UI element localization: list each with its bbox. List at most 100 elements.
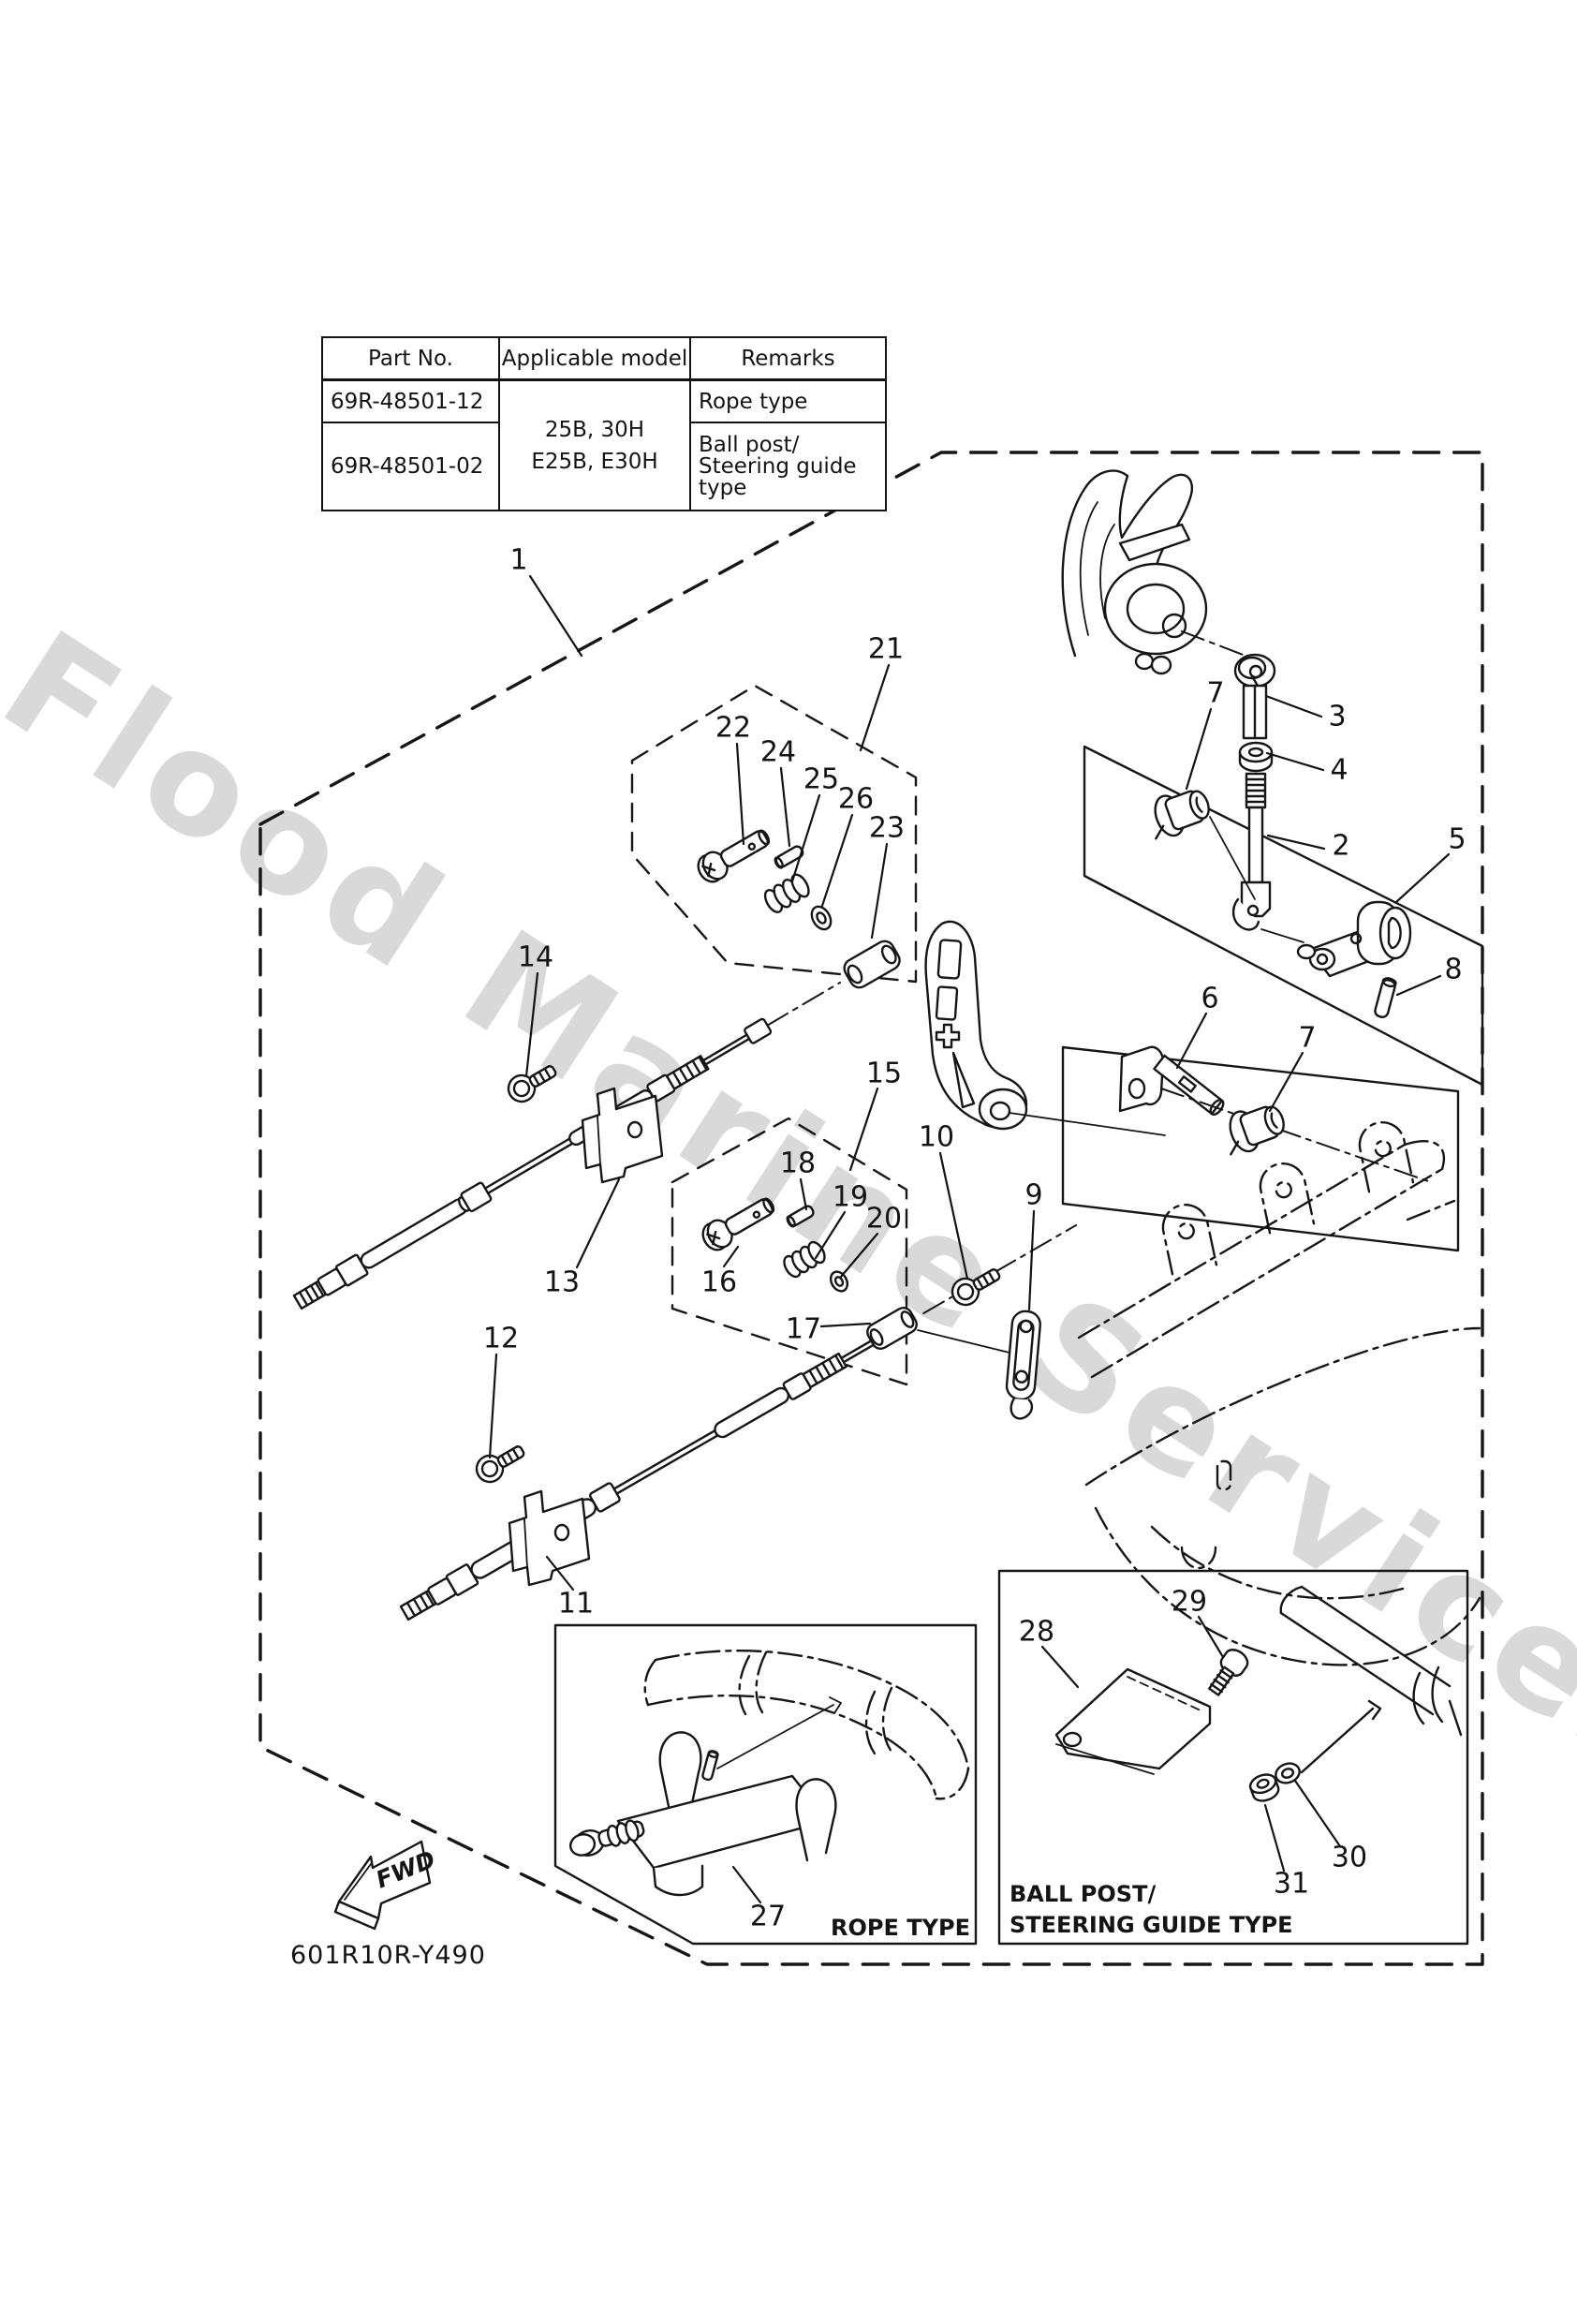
bushing-7b (1229, 1105, 1285, 1156)
callout-18: 18 (780, 1147, 816, 1211)
tiller-handle-phantom (643, 1650, 970, 1800)
shaft-6 (1118, 1045, 1225, 1116)
svg-text:6: 6 (1201, 983, 1218, 1015)
applicable-model-line2: E25B, E30H (531, 449, 658, 474)
callout-12: 12 (483, 1323, 519, 1459)
washer-30 (1275, 1762, 1301, 1784)
washer-20 (829, 1270, 849, 1293)
table-header-applicable-model: Applicable model (498, 336, 691, 381)
washer-26 (810, 905, 833, 931)
svg-text:31: 31 (1274, 1868, 1309, 1901)
pin-8 (1374, 977, 1397, 1018)
svg-text:22: 22 (715, 712, 751, 745)
cable-clamp-27 (568, 1731, 837, 1897)
callout-28: 28 (1019, 1616, 1080, 1689)
svg-text:29: 29 (1172, 1586, 1207, 1619)
pin-18 (786, 1205, 815, 1228)
svg-text:8: 8 (1444, 954, 1462, 986)
reference-panels (1061, 745, 1484, 1252)
callout-8: 8 (1395, 954, 1463, 997)
callout-15: 15 (848, 1058, 902, 1172)
svg-text:30: 30 (1332, 1842, 1367, 1874)
callout-31: 31 (1263, 1803, 1309, 1901)
svg-text:25: 25 (803, 763, 839, 796)
svg-text:7: 7 (1298, 1022, 1316, 1055)
screw-12 (475, 1445, 525, 1484)
screw-10 (951, 1268, 1001, 1307)
callout-1: 1 (509, 544, 583, 658)
callout-30: 30 (1293, 1779, 1367, 1874)
ball-post-inset (997, 1569, 1469, 1946)
callout-7: 7 (1185, 677, 1225, 791)
callout-13: 13 (544, 1177, 621, 1299)
spring-25 (763, 873, 810, 913)
callout-21: 21 (859, 633, 904, 752)
svg-text:20: 20 (866, 1203, 902, 1236)
svg-text:4: 4 (1330, 754, 1348, 787)
remarks-1: Rope type (689, 378, 887, 423)
svg-text:23: 23 (869, 812, 905, 845)
screw-14 (507, 1065, 557, 1103)
svg-text:17: 17 (786, 1313, 821, 1346)
callout-23: 23 (869, 812, 905, 940)
svg-text:7: 7 (1206, 677, 1224, 710)
svg-text:26: 26 (838, 783, 874, 816)
callout-10: 10 (919, 1121, 969, 1280)
svg-text:12: 12 (483, 1323, 519, 1355)
svg-text:16: 16 (701, 1266, 737, 1299)
rope-type-inset (553, 1623, 978, 1946)
svg-text:24: 24 (760, 736, 796, 769)
svg-text:27: 27 (750, 1901, 786, 1933)
svg-text:18: 18 (780, 1147, 816, 1180)
callout-9: 9 (1024, 1179, 1043, 1311)
svg-text:11: 11 (558, 1588, 594, 1621)
fwd-arrow: FWD (333, 1840, 439, 1931)
callout-5: 5 (1394, 823, 1466, 904)
table-header-part-no: Part No. (321, 336, 500, 381)
sub-box-21 (630, 684, 918, 984)
callout-16: 16 (701, 1245, 740, 1299)
joint-3 (1233, 653, 1276, 740)
callout-22: 22 (715, 712, 751, 846)
bolt-29 (1208, 1649, 1249, 1696)
svg-text:21: 21 (868, 633, 904, 666)
callout-25: 25 (790, 763, 839, 883)
cable-end-block-23 (843, 940, 901, 989)
cable-bracket-11 (508, 1489, 591, 1587)
svg-text:5: 5 (1448, 823, 1466, 856)
spring-19 (783, 1240, 826, 1279)
callout-19: 19 (814, 1181, 868, 1260)
table-header-remarks: Remarks (689, 336, 887, 381)
callout-17: 17 (786, 1313, 872, 1346)
link-joint-9 (1005, 1310, 1041, 1420)
svg-text:15: 15 (866, 1058, 902, 1090)
ball-post-caption: BALL POST/ STEERING GUIDE TYPE (1010, 1881, 1293, 1938)
link-rod-2 (1231, 772, 1272, 931)
table-row: 69R-48501-12 25B, 30H E25B, E30H Rope ty… (321, 378, 887, 511)
callout-7: 7 (1268, 1022, 1317, 1113)
table-row: 69R-48501-02 Ball post/ Steering guide t… (321, 422, 887, 511)
svg-text:2: 2 (1332, 830, 1349, 863)
callout-20: 20 (839, 1203, 902, 1279)
callout-26: 26 (820, 783, 874, 908)
bolt-16 (701, 1197, 775, 1251)
applicable-model-line1: 25B, 30H (544, 417, 645, 442)
cable-bracket-13 (581, 1087, 664, 1184)
svg-text:9: 9 (1024, 1179, 1042, 1212)
applicable-model-cell: 25B, 30H E25B, E30H (498, 378, 691, 511)
ball-post-bar (1279, 1585, 1463, 1774)
svg-text:28: 28 (1019, 1616, 1054, 1649)
rope-type-caption: ROPE TYPE (831, 1915, 970, 1941)
callout-3: 3 (1264, 694, 1347, 733)
cable-end-block-17 (866, 1306, 918, 1351)
svg-text:19: 19 (833, 1181, 868, 1214)
svg-text:3: 3 (1328, 701, 1346, 733)
engine-phantom-outline (1077, 1121, 1481, 1666)
callout-27: 27 (731, 1865, 786, 1933)
part-no-2: 69R-48501-02 (321, 422, 500, 511)
callout-6: 6 (1175, 983, 1219, 1070)
callout-14: 14 (518, 941, 553, 1078)
nut-4 (1238, 741, 1274, 773)
svg-text:10: 10 (919, 1121, 954, 1154)
svg-text:1: 1 (509, 544, 527, 577)
